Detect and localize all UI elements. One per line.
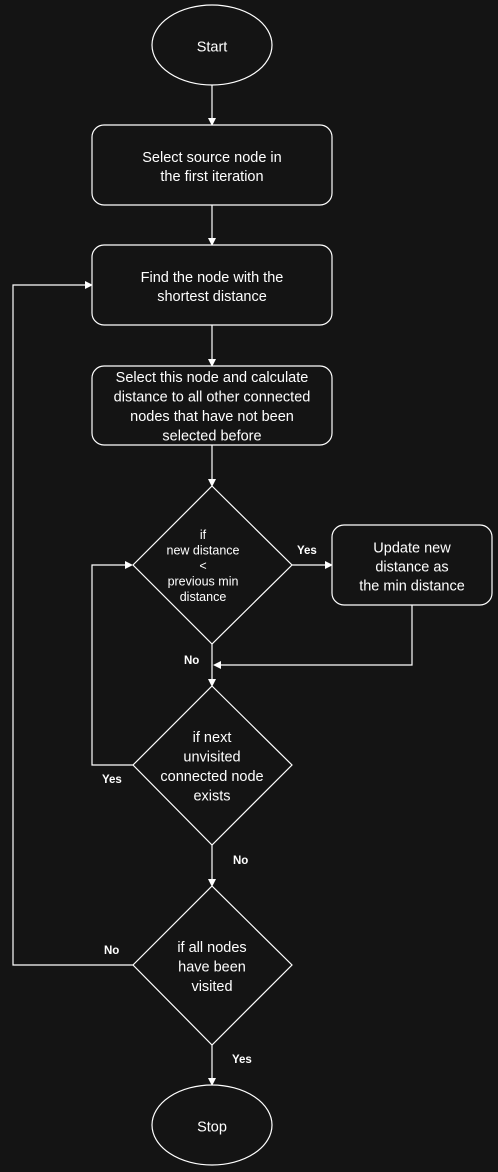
arrowhead-icon — [125, 561, 133, 569]
update-min-label: Update new distance as the min distance — [359, 540, 465, 594]
label-line: distance as — [375, 559, 448, 575]
label-line: new distance — [167, 544, 240, 558]
arrowhead-icon — [213, 661, 221, 669]
arrowhead-icon — [325, 561, 333, 569]
start-label: Start — [197, 39, 228, 55]
edge-label-new-distance-yes: Yes — [297, 545, 317, 557]
edge-label-next-unvisited-no: No — [233, 855, 248, 867]
arrowhead-icon — [208, 118, 216, 126]
if-all-visited-decision: if all nodes have been visited — [132, 885, 293, 1046]
select-calc-label: Select this node and calculate distance t… — [114, 370, 311, 445]
label-line: selected before — [162, 429, 261, 445]
label-line: unvisited — [183, 750, 240, 766]
if-all-visited-label: if all nodes have been visited — [177, 940, 246, 995]
arrowhead-icon — [208, 879, 216, 887]
label-line: Start — [197, 39, 228, 55]
if-next-unvisited-label: if next unvisited connected node exists — [160, 730, 263, 805]
arrowhead-icon — [208, 679, 216, 687]
if-next-unvisited-decision: if next unvisited connected node exists — [132, 685, 293, 846]
label-line: if all nodes — [177, 940, 246, 956]
label-line: connected node — [160, 769, 263, 785]
select-source-label: Select source node in the first iteration — [142, 150, 281, 185]
edge-label-new-distance-no: No — [184, 655, 199, 667]
arrowhead-icon — [208, 238, 216, 246]
edge-label-next-unvisited-yes: Yes — [102, 774, 122, 786]
label-line: < — [199, 559, 206, 573]
edges — [12, 85, 413, 1086]
select-source-node: Select source node in the first iteration — [91, 124, 333, 206]
update-min-node: Update new distance as the min distance — [331, 524, 493, 606]
label-line: distance to all other connected — [114, 390, 311, 406]
arrowhead-icon — [85, 281, 93, 289]
label-line: Update new — [373, 540, 451, 556]
edge-label-all-visited-yes: Yes — [232, 1054, 252, 1066]
label-line: Stop — [197, 1119, 227, 1135]
label-line: if next — [193, 730, 232, 746]
arrowhead-icon — [208, 359, 216, 367]
arrowhead-icon — [208, 1078, 216, 1086]
edge-if-all-visited-no-loop — [12, 284, 133, 966]
find-shortest-label: Find the node with the shortest distance — [141, 270, 284, 305]
label-line: Select this node and calculate — [116, 370, 309, 386]
label-line: the min distance — [359, 578, 465, 594]
label-line: previous min — [168, 575, 239, 589]
stop-node: Stop — [151, 1084, 273, 1166]
label-line: nodes that have not been — [130, 409, 294, 425]
edge-if-next-unvisited-yes-loop — [91, 564, 133, 766]
label-line: visited — [191, 979, 232, 995]
select-calc-node: Select this node and calculate distance t… — [91, 365, 333, 446]
edge-update-min-merge — [220, 605, 413, 666]
label-line: distance — [180, 590, 227, 604]
label-line: if — [200, 528, 207, 542]
edge-label-all-visited-no: No — [104, 945, 119, 957]
label-line: Find the node with the — [141, 270, 284, 286]
label-line: the first iteration — [160, 169, 263, 185]
arrowhead-icon — [208, 479, 216, 487]
label-line: exists — [193, 789, 230, 805]
stop-label: Stop — [197, 1119, 227, 1135]
label-line: Select source node in — [142, 150, 281, 166]
label-line: shortest distance — [157, 289, 267, 305]
label-line: have been — [178, 959, 246, 975]
start-node: Start — [151, 4, 273, 86]
find-shortest-node: Find the node with the shortest distance — [91, 244, 333, 326]
